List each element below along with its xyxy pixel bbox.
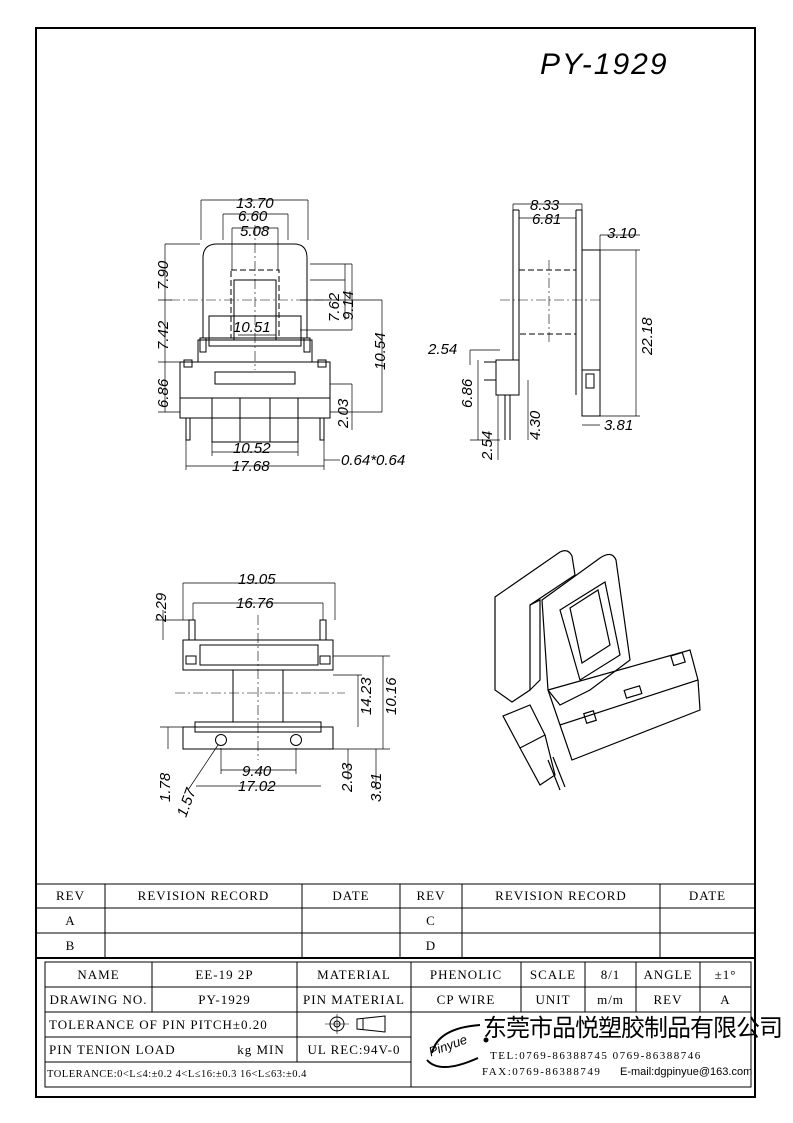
dim-14-23: 14.23	[358, 677, 375, 715]
revision-record-header: REVISION RECORD	[137, 888, 270, 903]
dim-3-10: 3.10	[607, 225, 637, 242]
drawing-no-label: DRAWING NO.	[49, 991, 148, 1007]
company-email: E-mail:dgpinyue@163.com	[620, 1066, 753, 1078]
unit-label: UNIT	[535, 991, 571, 1007]
scale-value: 8/1	[600, 966, 621, 982]
pinyue-logo	[426, 1024, 489, 1068]
dim-2-03: 2.03	[335, 398, 352, 429]
dim-2-03-bottom: 2.03	[339, 762, 356, 793]
rev-row-c: C	[426, 912, 436, 928]
dim-7-42: 7.42	[155, 320, 172, 350]
dim-7-90: 7.90	[155, 260, 172, 290]
rev-label: REV	[653, 991, 683, 1007]
drawing-number-title: PY-1929	[540, 48, 669, 81]
dim-6-86: 6.86	[155, 378, 172, 408]
dim-6-86-side: 6.86	[459, 378, 476, 408]
dim-10-51: 10.51	[233, 319, 271, 336]
dim-2-54-top: 2.54	[427, 341, 457, 358]
pin-tension-unit: kg MIN	[237, 1041, 285, 1057]
dim-17-02: 17.02	[238, 778, 276, 795]
dim-4-30: 4.30	[527, 410, 544, 440]
dim-2-29: 2.29	[153, 592, 170, 623]
date-header-right: DATE	[688, 888, 727, 903]
tolerance-pin-pitch: TOLERANCE OF PIN PITCH±0.20	[49, 1016, 268, 1032]
bottom-view	[155, 582, 390, 791]
scale-label: SCALE	[529, 966, 577, 982]
pin-material-value: CP WIRE	[436, 991, 496, 1007]
dim-9-14: 9.14	[340, 291, 357, 320]
dim-2-54-bottom: 2.54	[479, 431, 496, 461]
dim-10-52: 10.52	[233, 440, 271, 457]
dim-6-81: 6.81	[532, 211, 561, 228]
isometric-view	[494, 550, 701, 791]
dim-16-76: 16.76	[236, 595, 274, 612]
tolerance-ranges: TOLERANCE:0<L≤4:±0.2 4<L≤16:±0.3 16<L≤63…	[47, 1069, 307, 1080]
dim-10-54: 10.54	[372, 332, 389, 370]
rev-header-right: REV	[416, 888, 446, 903]
pin-tension-load: PIN TENION LOAD	[49, 1041, 176, 1057]
company-name: 东莞市品悦塑胶制品有限公司	[483, 1014, 783, 1042]
projection-symbol	[325, 1014, 386, 1034]
ul-rec: UL REC:94V-0	[307, 1041, 401, 1057]
rev-row-a: A	[65, 912, 76, 928]
drawing-no-value: PY-1929	[198, 991, 251, 1007]
company-fax: FAX:0769-86388749	[482, 1066, 602, 1078]
company-tel: TEL:0769-86388745 0769-86388746	[490, 1050, 702, 1062]
dim-3-81-bottom: 3.81	[368, 773, 385, 802]
dim-9-40: 9.40	[242, 763, 272, 780]
dim-1-78: 1.78	[157, 772, 174, 802]
dim-3-81-side: 3.81	[604, 417, 633, 434]
dim-7-62: 7.62	[326, 292, 343, 322]
dim-19-05: 19.05	[238, 571, 276, 588]
dim-pin-size: 0.64*0.64	[341, 452, 405, 469]
dim-10-16: 10.16	[383, 677, 400, 715]
dim-1-57: 1.57	[174, 786, 200, 820]
sheet-border	[35, 27, 756, 1098]
title-block-lines	[36, 883, 755, 1088]
date-header: DATE	[332, 888, 370, 903]
dim-13-70: 13.70	[236, 195, 274, 212]
revision-record-header-right: REVISION RECORD	[495, 888, 627, 903]
unit-value: m/m	[597, 991, 624, 1007]
rev-row-b: B	[65, 937, 76, 953]
material-value: PHENOLIC	[429, 966, 503, 982]
angle-label: ANGLE	[643, 966, 693, 982]
name-label: NAME	[77, 966, 120, 982]
rev-header: REV	[56, 888, 85, 903]
front-view	[158, 199, 383, 470]
side-view	[469, 203, 640, 460]
dim-6-60: 6.60	[238, 208, 268, 225]
dim-17-68: 17.68	[232, 458, 270, 475]
rev-row-d: D	[425, 937, 437, 953]
pin-material-label: PIN MATERIAL	[303, 991, 405, 1007]
rev-value: A	[720, 991, 731, 1007]
angle-value: ±1°	[714, 966, 737, 982]
dim-8-33: 8.33	[530, 197, 560, 214]
material-label: MATERIAL	[317, 966, 391, 982]
dim-5-08: 5.08	[240, 223, 270, 240]
name-value: EE-19 2P	[195, 966, 254, 982]
dim-22-18: 22.18	[639, 317, 656, 356]
